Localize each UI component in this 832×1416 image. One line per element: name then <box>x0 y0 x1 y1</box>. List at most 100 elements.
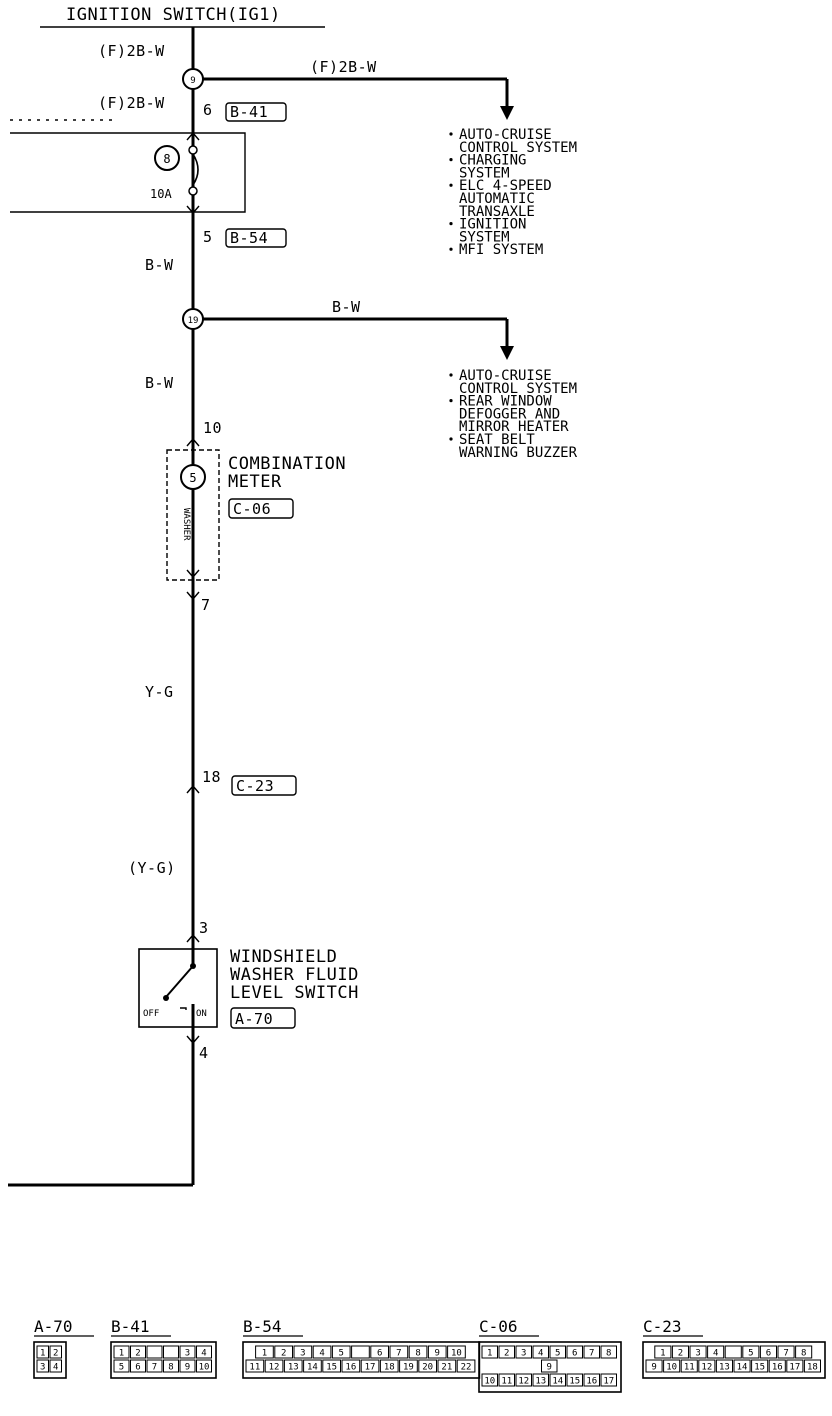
connector-pin-number: 17 <box>603 1377 614 1387</box>
connector-pin-number: 7 <box>396 1349 401 1359</box>
connector-pin-number: 22 <box>461 1363 472 1373</box>
connector-pin-number: 12 <box>518 1377 529 1387</box>
connector-cavity <box>481 1345 498 1359</box>
washer-lamp-icon <box>180 464 206 490</box>
connector-cavity <box>742 1345 760 1359</box>
connector-pin-number: 1 <box>487 1349 492 1359</box>
connector-cavity <box>399 1359 418 1373</box>
system-name-line: ELC 4-SPEED <box>459 178 552 194</box>
connector-pin-number: 6 <box>766 1349 771 1359</box>
connector-cavity <box>447 1345 466 1359</box>
connector-pin-number: 2 <box>53 1349 58 1359</box>
meter-name-line2: METER <box>228 472 282 492</box>
connector-cavity <box>351 1345 370 1359</box>
connector-pin-number: 7 <box>783 1349 788 1359</box>
system-bullet-icon <box>449 247 453 251</box>
connector-box-meter <box>228 498 294 519</box>
connector-cavity <box>196 1345 212 1359</box>
connector-cavity <box>130 1345 146 1359</box>
wire-label-left-feed: (F)2B-W <box>98 94 165 112</box>
switch-name-line2: WASHER FLUID <box>230 965 359 985</box>
connector-cavity <box>146 1345 163 1359</box>
junction-2-label: 19 <box>188 316 199 326</box>
connector-cavity <box>549 1345 566 1359</box>
wire-label-meter-out: Y-G <box>145 683 174 701</box>
connector-cavity <box>36 1345 49 1359</box>
connector-cavity <box>777 1345 795 1359</box>
connector-pin-number: 3 <box>300 1349 305 1359</box>
power-source-label: IGNITION SWITCH(IG1) <box>66 5 281 25</box>
connector-pin-number: 13 <box>288 1363 299 1373</box>
connector-cavity <box>532 1345 549 1359</box>
connector-box-c23 <box>231 775 297 796</box>
connector-pin-number: 14 <box>307 1363 318 1373</box>
connector-pin-number: 11 <box>684 1363 695 1373</box>
pin-arrow-fuse-out-icon <box>186 205 200 215</box>
connector-view-outline <box>642 1341 826 1379</box>
connector-cavity <box>733 1359 751 1373</box>
junction-2 <box>182 308 204 330</box>
wire-label-branch-1: (F)2B-W <box>310 58 377 76</box>
connector-switch: A-70 <box>235 1010 273 1028</box>
system-bullet-icon <box>449 222 453 226</box>
connector-cavity <box>264 1359 284 1373</box>
pin-fuse-out: 5 <box>203 228 213 246</box>
connector-pin-number: 2 <box>678 1349 683 1359</box>
connector-cavity <box>360 1359 380 1373</box>
connector-pin-number: 3 <box>40 1363 45 1373</box>
connector-pin-number: 1 <box>40 1349 45 1359</box>
connector-pin-number: 2 <box>504 1349 509 1359</box>
connector-cavity <box>427 1345 447 1359</box>
system-name-line: SYSTEM <box>459 165 510 181</box>
connector-pin-number: 4 <box>201 1349 206 1359</box>
pin-arrow-switch-in-icon <box>186 933 200 943</box>
connector-cavity <box>515 1345 532 1359</box>
connector-pin-number: 6 <box>377 1349 382 1359</box>
connector-pin-number: 17 <box>789 1363 800 1373</box>
connector-pin-number: 9 <box>185 1363 190 1373</box>
wire-label-to-switch: (Y-G) <box>128 859 176 877</box>
connector-cavity <box>163 1345 179 1359</box>
connector-pin-number: 6 <box>135 1363 140 1373</box>
connector-cavity <box>663 1359 681 1373</box>
meter-name-line1: COMBINATION <box>228 454 346 474</box>
connector-cavity <box>331 1345 351 1359</box>
connector-cavity <box>49 1345 62 1359</box>
connector-cavity <box>437 1359 457 1373</box>
connector-pin-number: 11 <box>249 1363 260 1373</box>
connector-pin-number: 9 <box>547 1363 552 1373</box>
system-name-line: CHARGING <box>459 153 526 169</box>
system-name-line: MIRROR HEATER <box>459 419 569 435</box>
connector-cavity <box>541 1359 558 1373</box>
connector-cavity <box>583 1345 600 1359</box>
switch-lever-icon <box>165 965 194 998</box>
system-name-line: IGNITION <box>459 217 526 233</box>
pin-meter-in: 10 <box>203 419 222 437</box>
connector-pin-number: 8 <box>801 1349 806 1359</box>
switch-name-line1: WINDSHIELD <box>230 947 337 967</box>
connector-box-fuse-out <box>225 228 287 248</box>
connector-pin-number: 9 <box>651 1363 656 1373</box>
connector-cavity <box>715 1359 734 1373</box>
wire-label-branch-2: B-W <box>332 298 361 316</box>
system-name-line: AUTO-CRUISE <box>459 368 552 384</box>
switch-outline <box>138 948 218 1028</box>
connector-pin-number: 4 <box>319 1349 324 1359</box>
junction-1-label: 9 <box>190 76 195 86</box>
branch-1-arrow-icon <box>500 106 514 120</box>
connector-cavity <box>130 1359 146 1373</box>
connector-pin-number: 16 <box>345 1363 356 1373</box>
connector-cavity <box>146 1359 163 1373</box>
connector-cavity <box>680 1359 698 1373</box>
connector-cavity <box>654 1345 672 1359</box>
connector-pin-number: 7 <box>589 1349 594 1359</box>
connector-pin-number: 15 <box>569 1377 580 1387</box>
connector-cavity <box>671 1345 690 1359</box>
switch-name-line3: LEVEL SWITCH <box>230 983 359 1003</box>
lamp-label: WASHER <box>181 508 191 541</box>
connector-cavity <box>566 1345 583 1359</box>
connector-cavity <box>481 1373 498 1387</box>
fuse-box-outline <box>10 132 246 213</box>
